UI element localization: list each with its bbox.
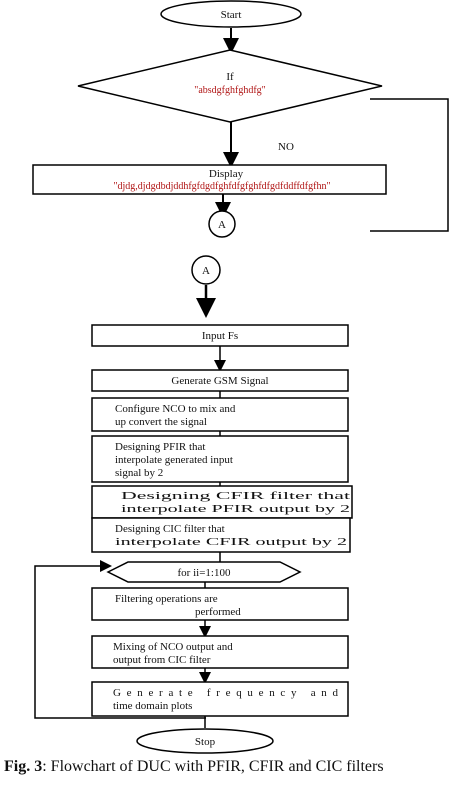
if-label: If	[226, 71, 234, 83]
filter-line-1: Filtering operations are	[115, 593, 218, 605]
if-condition: "absdgfghfghdfg"	[194, 85, 265, 96]
nco-line-2: up convert the signal	[115, 416, 207, 428]
start-label: Start	[221, 9, 242, 21]
plots-line-2: time domain plots	[113, 700, 192, 712]
pfir-line-1: Designing PFIR that	[115, 441, 205, 453]
filter-line-2: performed	[195, 606, 241, 618]
cfir-line-2: interpolate PFIR output by 2	[121, 503, 350, 515]
connector-a-top: A	[208, 210, 236, 238]
caption-label: Fig. 3	[4, 758, 43, 775]
input-fs-box: Input Fs	[91, 324, 349, 347]
cfir-box: Designing CFIR filter that interpolate P…	[91, 485, 353, 519]
branch-line-right	[370, 98, 449, 232]
mixing-line-1: Mixing of NCO output and	[113, 641, 233, 653]
filter-box: Filtering operations are performed	[91, 587, 349, 621]
cic-line-2: interpolate CFIR output by 2	[115, 536, 347, 548]
start-terminator: Start	[160, 0, 302, 28]
nco-box: Configure NCO to mix and up convert the …	[91, 397, 349, 432]
display-box: Display "djdg,djdgdbdjddhfgfdgdfghfdfgfg…	[32, 164, 387, 195]
caption-text: : Flowchart of DUC with PFIR, CFIR and C…	[42, 758, 384, 775]
plots-line-1: Generate frequency and	[113, 687, 339, 699]
plots-box: Generate frequency and time domain plots	[91, 681, 349, 717]
cic-box: Designing CIC filter that interpolate CF…	[91, 517, 351, 553]
mixing-line-2: output from CIC filter	[113, 654, 211, 666]
connector-a-label: A	[218, 219, 226, 231]
display-label: Display	[209, 168, 244, 180]
mixing-box: Mixing of NCO output and output from CIC…	[91, 635, 349, 669]
loop-box: for ii=1:100	[106, 561, 302, 583]
cic-line-1: Designing CIC filter that	[115, 523, 225, 535]
loop-label: for ii=1:100	[178, 567, 231, 579]
if-decision: If "absdgfghfghdfg"	[77, 49, 383, 123]
connector-a-bottom: A	[191, 255, 221, 285]
generate-label: Generate GSM Signal	[171, 375, 268, 387]
figure-caption: Fig. 3: Flowchart of DUC with PFIR, CFIR…	[4, 758, 474, 776]
display-text: "djdg,djdgdbdjddhfgfdgdfghfdfgfghfdfgdfd…	[113, 181, 330, 192]
input-label: Input Fs	[202, 330, 238, 342]
stop-terminator: Stop	[136, 728, 274, 754]
pfir-line-2: interpolate generated input	[115, 454, 233, 466]
connector-a2-label: A	[202, 265, 210, 277]
cfir-line-1: Designing CFIR filter that	[121, 490, 350, 502]
loop-back-line	[34, 560, 206, 719]
no-label: NO	[278, 141, 294, 153]
generate-gsm-box: Generate GSM Signal	[91, 369, 349, 392]
stop-label: Stop	[195, 736, 216, 748]
pfir-box: Designing PFIR that interpolate generate…	[91, 435, 349, 483]
nco-line-1: Configure NCO to mix and	[115, 403, 236, 415]
pfir-line-3: signal by 2	[115, 467, 163, 479]
